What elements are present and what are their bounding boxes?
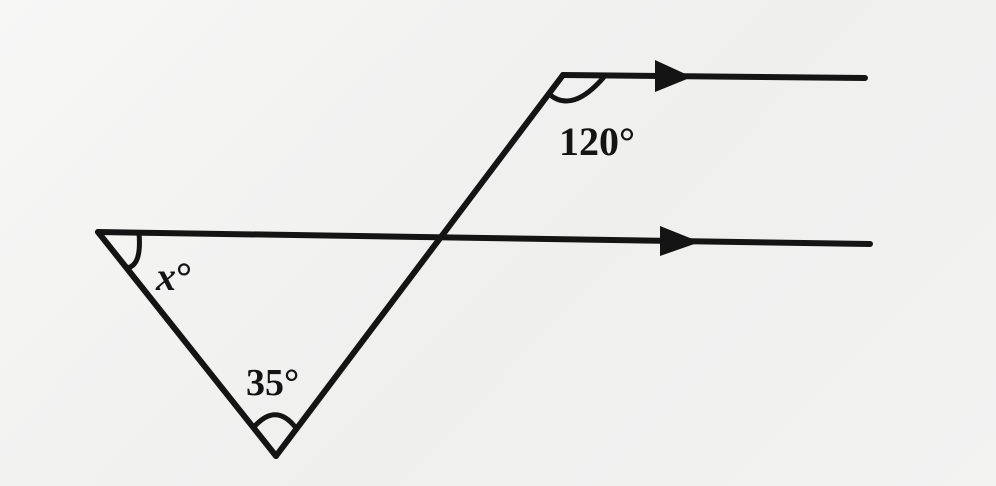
angle-arc-x (124, 232, 142, 271)
angle-label-120: 120° (559, 119, 635, 164)
angle-arc-35 (252, 412, 298, 430)
upper-parallel-line (560, 72, 868, 81)
lower-parallel-line (95, 229, 873, 247)
transversal-line (273, 72, 566, 459)
lower-parallel-arrow-icon (660, 226, 700, 256)
upper-parallel-arrow-icon (655, 60, 692, 92)
angle-label-35: 35° (246, 362, 299, 404)
angle-label-x: x° (155, 254, 192, 299)
angle-arc-120 (547, 75, 606, 104)
